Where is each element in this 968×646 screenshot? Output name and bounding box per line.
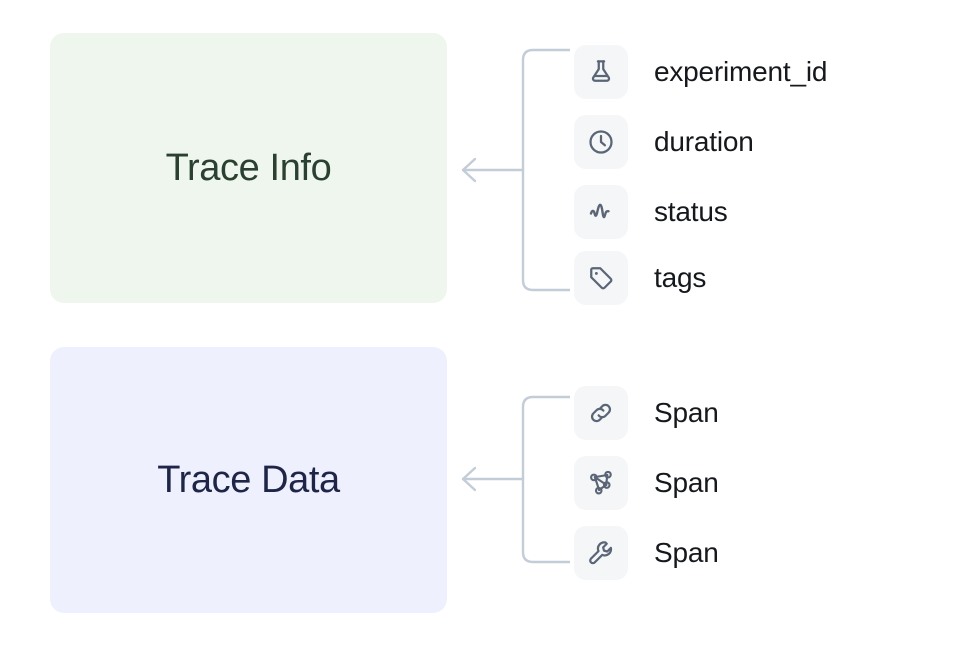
span-row-1[interactable]: Span — [574, 386, 719, 440]
attribute-label-status: status — [654, 196, 728, 227]
connector-bracket-trace-info — [461, 48, 570, 292]
group-title-trace-info: Trace Info — [165, 146, 332, 189]
attribute-row-experiment-id[interactable]: experiment_id — [574, 45, 827, 99]
span-label-2: Span — [654, 467, 719, 498]
span-label-3: Span — [654, 537, 719, 568]
wrench-icon — [574, 526, 628, 580]
clock-icon — [574, 115, 628, 169]
tag-icon — [574, 251, 628, 305]
span-label-1: Span — [654, 397, 719, 428]
attribute-row-duration[interactable]: duration — [574, 115, 754, 169]
attribute-label-experiment-id: experiment_id — [654, 56, 828, 87]
link-chain-icon — [574, 386, 628, 440]
connector-bracket-trace-data — [461, 395, 570, 564]
attribute-row-status[interactable]: status — [574, 185, 728, 239]
group-box-trace-info[interactable]: Trace Info — [50, 33, 447, 303]
flask-icon — [574, 45, 628, 99]
attribute-row-tags[interactable]: tags — [574, 251, 706, 305]
span-row-2[interactable]: Span — [574, 456, 719, 510]
activity-waveform-icon — [574, 185, 628, 239]
attribute-label-tags: tags — [654, 262, 707, 293]
group-box-trace-data[interactable]: Trace Data — [50, 347, 447, 613]
network-graph-icon — [574, 456, 628, 510]
span-row-3[interactable]: Span — [574, 526, 719, 580]
group-title-trace-data: Trace Data — [157, 458, 340, 501]
attribute-label-duration: duration — [654, 126, 754, 157]
